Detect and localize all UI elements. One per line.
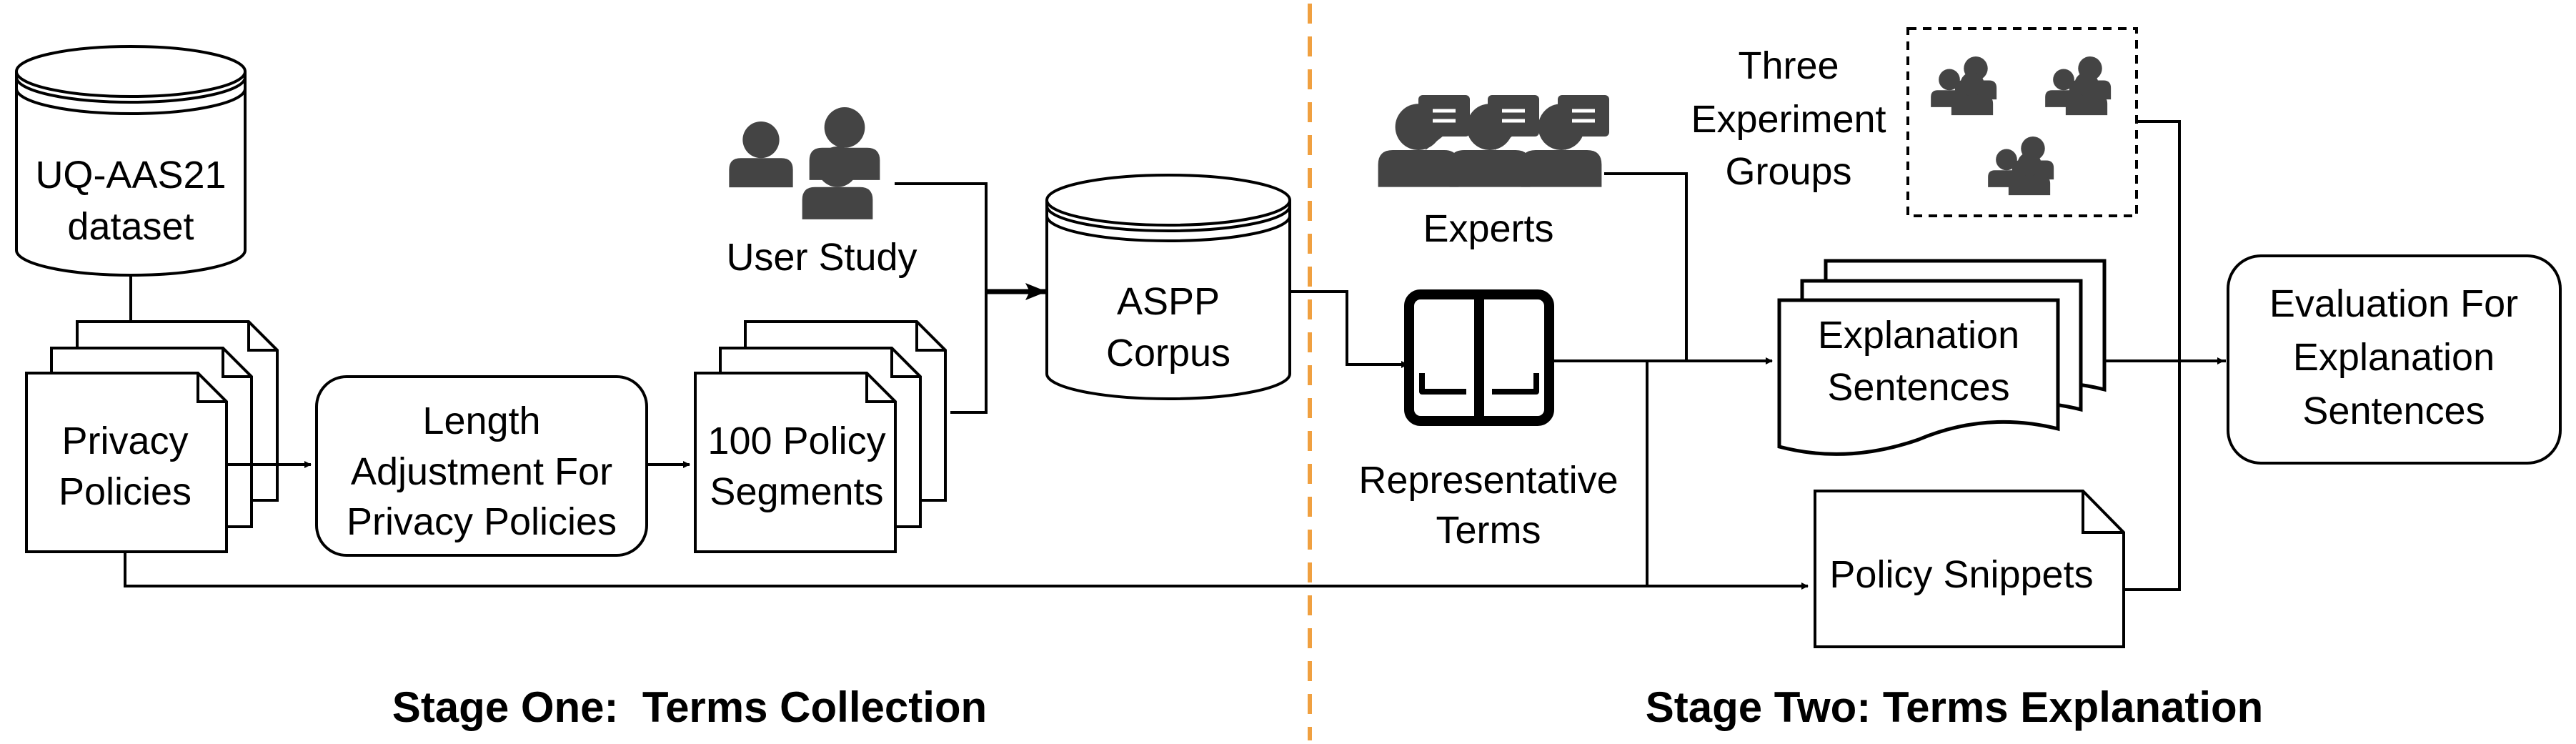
explanation-sentences-line1: Explanation: [1818, 314, 2019, 357]
dataset-label-line1: UQ-AAS21: [35, 154, 226, 197]
evaluation-node: Evaluation For Explanation Sentences: [2227, 254, 2562, 465]
database-icon: [15, 45, 247, 277]
user-group-icon: [2045, 56, 2112, 116]
evaluation-line1: Evaluation For: [2269, 282, 2518, 325]
experts-label: Experts: [1423, 207, 1553, 250]
user-study-label: User Study: [726, 236, 917, 279]
representative-terms-line1: Representative: [1358, 459, 1618, 502]
representative-terms-node: Representative Terms: [1358, 289, 1618, 552]
length-adjustment-line3: Privacy Policies: [347, 500, 617, 543]
users-icon: [729, 107, 880, 219]
experts-chat-icon: [1378, 95, 1609, 187]
stage-one-title: Stage One: Terms Collection: [392, 683, 987, 731]
user-study-node: User Study: [726, 107, 917, 279]
dataset-node: UQ-AAS21 dataset: [15, 45, 247, 277]
policy-segments-label-line2: Segments: [710, 470, 883, 513]
evaluation-line3: Sentences: [2302, 390, 2485, 432]
experts-node: Experts: [1378, 95, 1609, 250]
multi-document-icon: [1777, 259, 2107, 456]
experiment-groups-line2: Experiment: [1691, 98, 1886, 141]
aspp-corpus-line1: ASPP: [1117, 280, 1220, 323]
evaluation-line2: Explanation: [2293, 336, 2495, 379]
open-book-icon: [1404, 289, 1554, 426]
privacy-policies-node: Privacy Policies: [25, 320, 279, 553]
user-group-icon: [1988, 137, 2054, 196]
policy-segments-label-line1: 100 Policy: [707, 420, 885, 462]
experiment-groups-line3: Groups: [1725, 150, 1851, 193]
database-icon: [1045, 174, 1291, 400]
policy-segments-node: 100 Policy Segments: [694, 320, 947, 553]
experiment-groups-line1: Three: [1738, 44, 1839, 87]
length-adjustment-node: Length Adjustment For Privacy Policies: [315, 375, 648, 557]
explanation-sentences-line2: Sentences: [1827, 366, 2009, 409]
aspp-corpus-node: ASPP Corpus: [1045, 174, 1291, 400]
user-group-icon: [1931, 56, 1997, 116]
aspp-corpus-line2: Corpus: [1106, 332, 1230, 375]
privacy-policies-label-line1: Privacy: [61, 420, 188, 462]
representative-terms-line2: Terms: [1436, 509, 1541, 552]
explanation-sentences-node: Explanation Sentences: [1777, 259, 2107, 456]
experiment-groups-node: Three Experiment Groups: [1691, 27, 2138, 217]
policy-snippets-label: Policy Snippets: [1829, 553, 2093, 596]
length-adjustment-line2: Adjustment For: [351, 450, 612, 493]
length-adjustment-line1: Length: [422, 400, 540, 442]
stage-two-title: Stage Two: Terms Explanation: [1646, 683, 2264, 731]
policy-snippets-node: Policy Snippets: [1814, 490, 2125, 648]
privacy-policies-label-line2: Policies: [59, 470, 192, 513]
dataset-label-line2: dataset: [67, 205, 194, 248]
